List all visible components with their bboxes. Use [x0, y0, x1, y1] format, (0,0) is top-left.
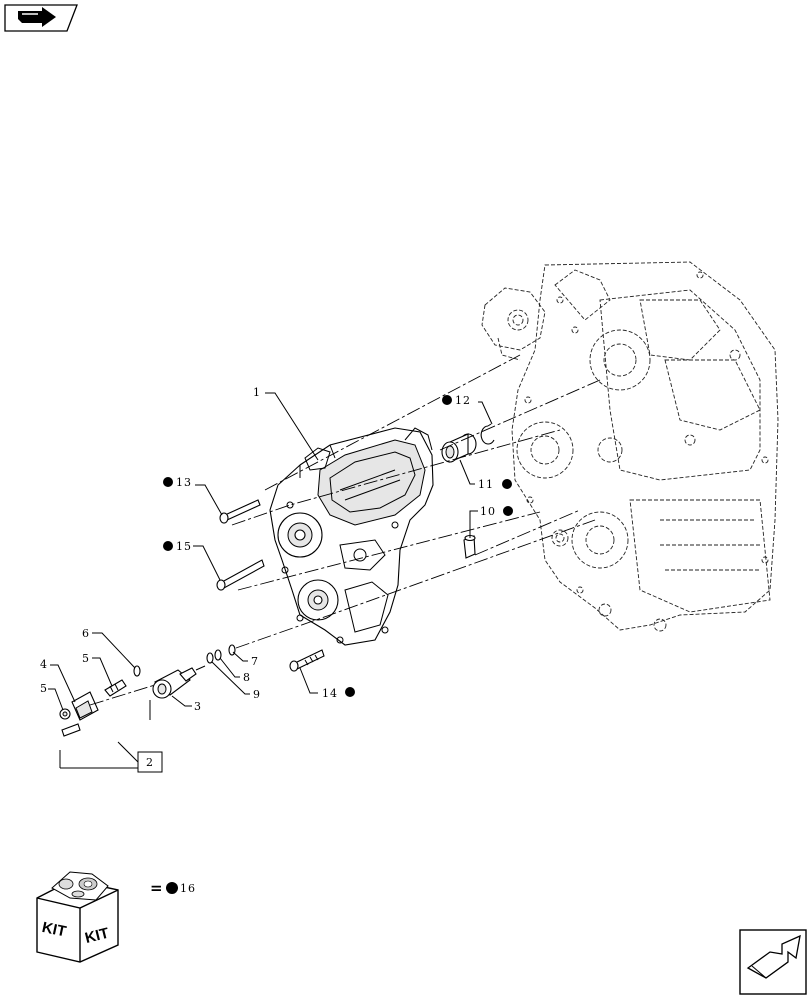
callout-9: 9: [253, 688, 261, 701]
kit-label-right: KIT: [83, 925, 111, 947]
callout-11: 11: [478, 478, 494, 491]
assembly-centerlines: [89, 354, 601, 706]
nut-part: [59, 708, 71, 720]
callout-5-lower: 5: [40, 682, 48, 695]
kit-marker-dot-13: [163, 477, 173, 487]
leader-lines: [48, 392, 493, 769]
callout-15-group: 15: [163, 540, 192, 553]
callout-15: 15: [176, 540, 192, 553]
dowel-pin-part: [463, 534, 476, 559]
callout-8: 8: [243, 671, 251, 684]
transmission-housing: [481, 261, 779, 632]
kit-marker-dot-15: [163, 541, 173, 551]
callout-2-box: 2: [137, 751, 163, 773]
callout-6: 6: [82, 627, 90, 640]
fitting-part: [104, 679, 127, 697]
callout-14-group: 14: [322, 687, 355, 700]
callout-2: 2: [146, 756, 154, 769]
callout-7: 7: [251, 655, 259, 668]
callout-12-group: 12: [442, 394, 471, 407]
solenoid-part: [152, 665, 206, 699]
legend-equals: =: [150, 879, 163, 897]
kit-marker-dot-14: [345, 687, 355, 697]
callout-13-group: 13: [163, 476, 192, 489]
bolt-15-part: [216, 559, 265, 591]
callout-14: 14: [322, 687, 338, 700]
callout-10-group: 10: [480, 505, 513, 518]
connector-part: [61, 691, 99, 737]
callout-4: 4: [40, 658, 48, 671]
next-page-arrow-icon[interactable]: [739, 929, 807, 995]
callout-11-group: 11: [478, 478, 512, 491]
bolt-14-part: [289, 649, 325, 672]
transfer-case-housing: [269, 427, 434, 646]
kit-label-left: KIT: [40, 919, 67, 941]
kit-marker-dot-12: [442, 395, 452, 405]
callout-10: 10: [480, 505, 496, 518]
seal-6-part: [133, 665, 141, 677]
o-ring-parts: [206, 644, 236, 664]
kit-marker-dot-16: [166, 882, 178, 894]
sleeve-part: [441, 433, 477, 463]
kit-legend: KIT KIT = 16: [36, 871, 196, 963]
kit-box-icon: KIT KIT: [36, 871, 119, 963]
callout-3: 3: [194, 700, 202, 713]
callout-1: 1: [253, 386, 261, 399]
kit-marker-dot-10: [503, 506, 513, 516]
back-arrow-icon[interactable]: [4, 4, 78, 32]
callout-13: 13: [176, 476, 192, 489]
callout-12: 12: [455, 394, 471, 407]
bolt-13-part: [219, 499, 261, 524]
callout-5-upper: 5: [82, 652, 90, 665]
callout-16: 16: [180, 882, 196, 895]
kit-marker-dot-11: [502, 479, 512, 489]
